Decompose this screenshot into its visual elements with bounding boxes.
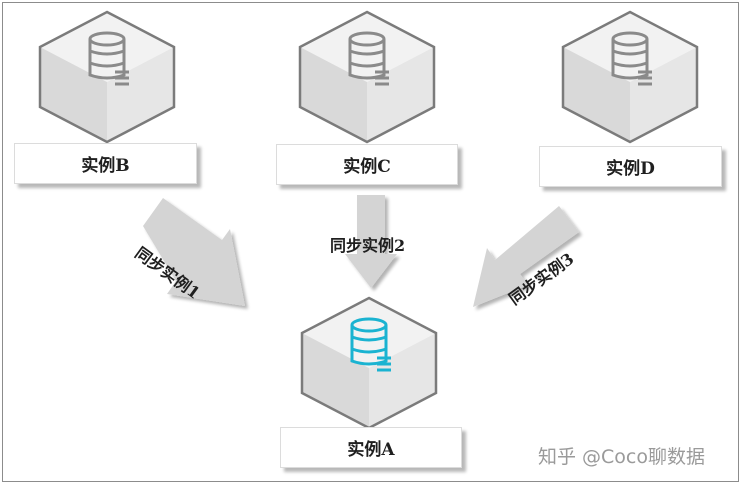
node-label-a: 实例A — [280, 427, 462, 468]
db-node-d-cube — [561, 10, 699, 144]
node-label-b: 实例B — [14, 143, 197, 184]
sync-arrow-1 — [143, 198, 245, 306]
diagram-border — [2, 2, 739, 482]
db-node-c-cube — [298, 10, 436, 144]
db-node-a-cube — [300, 296, 438, 430]
node-label-d: 实例D — [539, 146, 722, 187]
node-label-c: 实例C — [276, 144, 458, 185]
database-icon — [611, 31, 652, 86]
arrow-label-sync2: 同步实例2 — [330, 236, 406, 255]
database-icon — [348, 31, 389, 86]
sync-arrow-2 — [345, 195, 397, 288]
db-node-b-cube — [38, 10, 176, 144]
database-icon — [88, 31, 129, 86]
sync-arrow-3 — [473, 206, 579, 307]
watermark: 知乎 @Coco聊数据 — [538, 446, 706, 468]
database-icon — [350, 317, 391, 372]
